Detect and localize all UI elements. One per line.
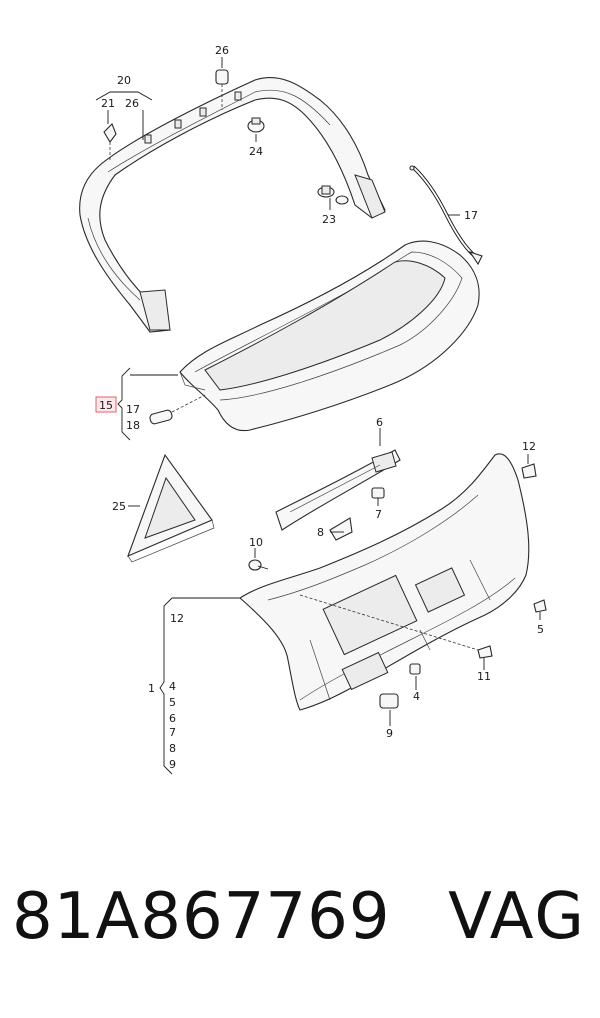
callout-6: 6 bbox=[376, 416, 383, 429]
callout-10: 10 bbox=[249, 536, 263, 549]
group-6: 6 bbox=[169, 712, 176, 725]
callout-23: 23 bbox=[322, 213, 336, 226]
clip-24 bbox=[247, 117, 265, 133]
clip-4 bbox=[409, 663, 421, 675]
callout-labels: 26 20 21 26 24 23 17 15 17 18 6 12 25 7 … bbox=[95, 44, 544, 771]
callout-26-top: 26 bbox=[215, 44, 229, 57]
bushing-26 bbox=[215, 69, 229, 110]
callout-7: 7 bbox=[375, 508, 382, 521]
callout-24: 24 bbox=[249, 145, 263, 158]
clip-5 bbox=[533, 599, 547, 613]
group-8: 8 bbox=[169, 742, 176, 755]
clip-11 bbox=[477, 645, 493, 659]
cable-17 bbox=[409, 165, 483, 266]
callout-8: 8 bbox=[317, 526, 324, 539]
group-1: 1 bbox=[148, 682, 155, 695]
callout-17-group: 17 bbox=[126, 403, 140, 416]
callout-18: 18 bbox=[126, 419, 140, 432]
brand-label: VAG bbox=[448, 880, 586, 954]
callout-15-highlight bbox=[95, 396, 117, 413]
footer: 81A867769 VAG bbox=[0, 880, 600, 990]
parts-diagram: 26 20 21 26 24 23 17 15 17 18 6 12 25 7 … bbox=[79, 44, 547, 775]
callout-25: 25 bbox=[112, 500, 126, 513]
callout-20: 20 bbox=[117, 74, 131, 87]
window-trim-frame bbox=[79, 77, 386, 333]
leader-lines bbox=[95, 57, 541, 775]
clip-21 bbox=[103, 123, 117, 162]
callout-21: 21 bbox=[101, 97, 115, 110]
clip-12 bbox=[521, 463, 537, 479]
parcel-shelf bbox=[179, 240, 480, 432]
callout-9: 9 bbox=[386, 727, 393, 740]
callout-4: 4 bbox=[413, 690, 420, 703]
group-9: 9 bbox=[169, 758, 176, 771]
callout-15: 15 bbox=[99, 399, 113, 412]
tailgate-trim-panel bbox=[239, 453, 530, 711]
group-5: 5 bbox=[169, 696, 176, 709]
callout-11: 11 bbox=[477, 670, 491, 683]
bumper-9 bbox=[379, 693, 399, 709]
callout-5: 5 bbox=[537, 623, 544, 636]
pin-18 bbox=[149, 394, 206, 425]
handle-trim bbox=[275, 449, 401, 531]
callout-12-group: 12 bbox=[170, 612, 184, 625]
bracket-8 bbox=[329, 517, 353, 541]
group-7: 7 bbox=[169, 726, 176, 739]
screw-10 bbox=[248, 559, 269, 571]
callout-26-left: 26 bbox=[125, 97, 139, 110]
group-4: 4 bbox=[169, 680, 176, 693]
clip-7 bbox=[371, 487, 385, 499]
warning-triangle bbox=[127, 453, 215, 563]
callout-12-clip: 12 bbox=[522, 440, 536, 453]
screw-23 bbox=[317, 185, 349, 205]
callout-17-cable: 17 bbox=[464, 209, 478, 222]
part-number: 81A867769 bbox=[12, 880, 391, 954]
